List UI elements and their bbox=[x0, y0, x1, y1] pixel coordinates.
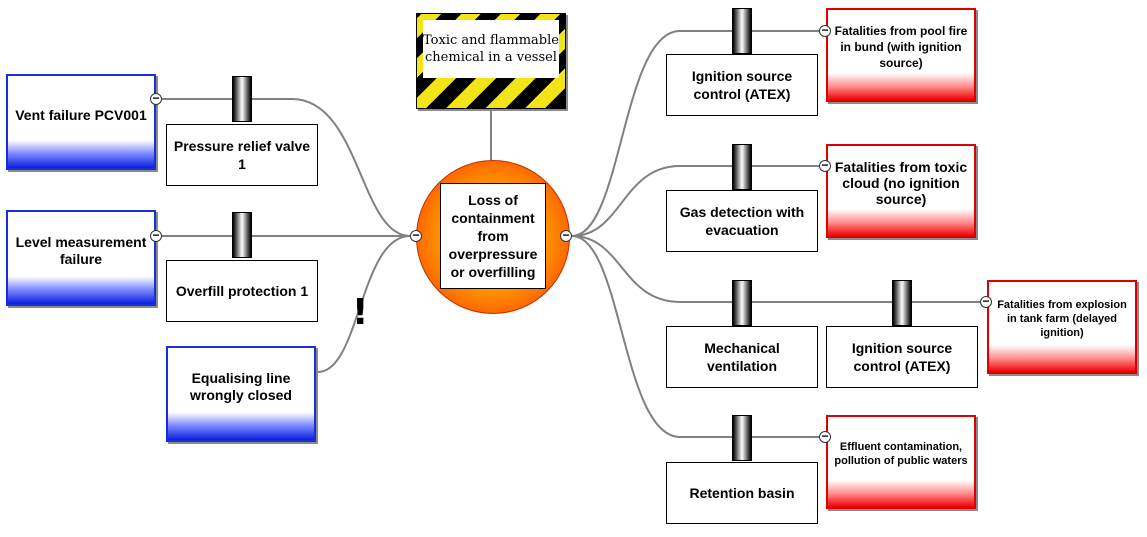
barrier-bar bbox=[732, 280, 752, 326]
barrier-ignition-control-1[interactable]: Ignition source control (ATEX) bbox=[666, 54, 818, 116]
collapse-toggle-icon[interactable]: − bbox=[150, 229, 162, 242]
consequence-pool-fire[interactable]: Fatalities from pool fire in bund (with … bbox=[826, 8, 976, 102]
hazard-box[interactable]: Toxic and flammable chemical in a vessel bbox=[416, 13, 566, 109]
collapse-toggle-icon[interactable]: − bbox=[819, 159, 831, 172]
barrier-bar bbox=[892, 280, 912, 326]
top-event[interactable]: Loss of containment from overpressure or… bbox=[416, 160, 570, 314]
warning-exclamation-icon: ! bbox=[352, 292, 369, 333]
threat-label: Vent failure PCV001 bbox=[15, 106, 147, 123]
barrier-overfill-protection[interactable]: Overfill protection 1 bbox=[166, 260, 318, 322]
hazard-label: Toxic and flammable chemical in a vessel bbox=[423, 20, 559, 78]
consequence-label: Effluent contamination, pollution of pub… bbox=[834, 441, 968, 467]
line-consequence-3 bbox=[571, 235, 980, 303]
consequence-effluent[interactable]: Effluent contamination, pollution of pub… bbox=[826, 415, 976, 509]
collapse-toggle-icon[interactable]: − bbox=[410, 229, 422, 242]
barrier-gas-detection[interactable]: Gas detection with evacuation bbox=[666, 190, 818, 252]
line-threat-1 bbox=[162, 98, 411, 237]
barrier-mechanical-ventilation[interactable]: Mechanical ventilation bbox=[666, 326, 818, 388]
line-consequence-1 bbox=[571, 30, 819, 237]
consequence-label: Fatalities from explosion in tank farm (… bbox=[997, 299, 1127, 339]
barrier-bar bbox=[732, 415, 752, 461]
threat-vent-failure[interactable]: Vent failure PCV001 bbox=[6, 74, 156, 170]
barrier-label: Ignition source control (ATEX) bbox=[851, 340, 953, 374]
barrier-ignition-control-2[interactable]: Ignition source control (ATEX) bbox=[826, 326, 978, 388]
collapse-toggle-icon[interactable]: − bbox=[819, 24, 831, 37]
barrier-pressure-relief[interactable]: Pressure relief valve 1 bbox=[166, 124, 318, 186]
barrier-bar bbox=[232, 76, 252, 122]
barrier-label: Pressure relief valve 1 bbox=[173, 138, 311, 172]
barrier-bar bbox=[732, 8, 752, 54]
collapse-toggle-icon[interactable]: − bbox=[560, 229, 572, 242]
barrier-label: Gas detection with evacuation bbox=[679, 204, 805, 238]
line-consequence-2 bbox=[571, 165, 819, 237]
line-consequence-4 bbox=[571, 235, 819, 438]
consequence-label: Fatalities from pool fire in bund (with … bbox=[834, 24, 968, 70]
line-threat-3 bbox=[317, 235, 411, 373]
collapse-toggle-icon[interactable]: − bbox=[150, 92, 162, 105]
barrier-bar bbox=[232, 212, 252, 258]
threat-label: Equalising line wrongly closed bbox=[190, 370, 292, 403]
barrier-label: Retention basin bbox=[689, 485, 795, 501]
barrier-label: Ignition source control (ATEX) bbox=[691, 68, 793, 102]
collapse-toggle-icon[interactable]: − bbox=[819, 430, 831, 443]
threat-label: Level measurement failure bbox=[15, 234, 147, 267]
collapse-toggle-icon[interactable]: − bbox=[980, 295, 992, 308]
consequence-toxic-cloud[interactable]: Fatalities from toxic cloud (no ignition… bbox=[826, 144, 976, 238]
barrier-retention-basin[interactable]: Retention basin bbox=[666, 462, 818, 524]
top-event-label: Loss of containment from overpressure or… bbox=[440, 183, 546, 289]
threat-level-measurement[interactable]: Level measurement failure bbox=[6, 210, 156, 306]
consequence-label: Fatalities from toxic cloud (no ignition… bbox=[834, 159, 968, 207]
barrier-label: Overfill protection 1 bbox=[175, 283, 309, 299]
threat-equalising-line[interactable]: Equalising line wrongly closed bbox=[166, 346, 316, 442]
barrier-label: Mechanical ventilation bbox=[704, 340, 780, 374]
consequence-explosion[interactable]: Fatalities from explosion in tank farm (… bbox=[987, 280, 1137, 374]
barrier-bar bbox=[732, 144, 752, 190]
